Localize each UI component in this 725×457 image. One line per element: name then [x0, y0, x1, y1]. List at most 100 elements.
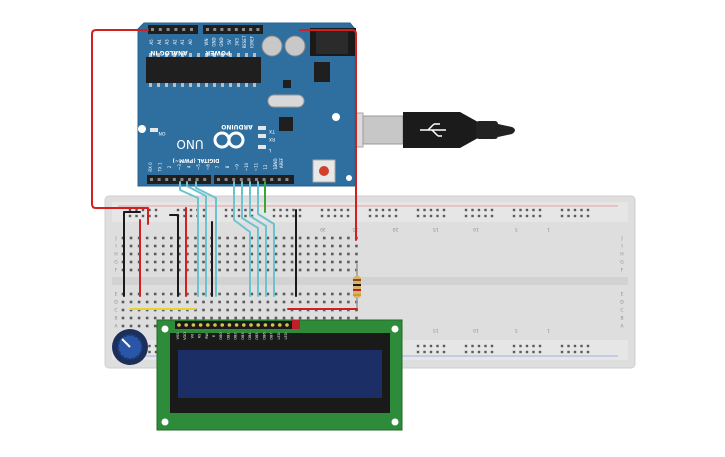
breadboard-hole[interactable]: [218, 300, 221, 304]
breadboard-hole[interactable]: [145, 236, 149, 240]
power-rail-hole[interactable]: [250, 208, 254, 212]
power-rail-hole[interactable]: [135, 208, 138, 212]
power-rail-hole[interactable]: [477, 350, 481, 354]
breadboard-hole[interactable]: [339, 300, 342, 304]
power-rail-hole[interactable]: [231, 214, 234, 218]
breadboard-hole[interactable]: [290, 300, 294, 304]
power-rail-hole[interactable]: [154, 344, 158, 348]
breadboard-hole[interactable]: [145, 260, 149, 264]
breadboard-hole[interactable]: [282, 316, 286, 320]
breadboard-hole[interactable]: [153, 300, 157, 304]
breadboard-hole[interactable]: [242, 236, 246, 240]
power-rail-hole[interactable]: [202, 208, 206, 212]
breadboard-hole[interactable]: [194, 260, 197, 264]
power-rail-hole[interactable]: [279, 214, 282, 218]
breadboard-hole[interactable]: [298, 252, 302, 256]
breadboard-hole[interactable]: [250, 260, 254, 264]
power-rail-hole[interactable]: [512, 208, 516, 212]
power-rail-hole[interactable]: [231, 208, 234, 212]
power-rail-hole[interactable]: [375, 214, 378, 218]
header-pin[interactable]: [232, 178, 236, 181]
breadboard-hole[interactable]: [145, 324, 149, 328]
breadboard-hole[interactable]: [202, 292, 205, 296]
breadboard-hole[interactable]: [314, 300, 318, 304]
breadboard-hole[interactable]: [290, 260, 294, 264]
breadboard-hole[interactable]: [331, 236, 334, 240]
breadboard-hole[interactable]: [121, 316, 125, 320]
power-rail-hole[interactable]: [538, 350, 542, 354]
header-pin[interactable]: [182, 28, 186, 31]
breadboard-hole[interactable]: [306, 260, 310, 264]
breadboard-hole[interactable]: [202, 252, 205, 256]
power-rail-hole[interactable]: [298, 208, 302, 212]
breadboard-hole[interactable]: [170, 260, 173, 264]
breadboard-hole[interactable]: [258, 236, 262, 240]
header-pin[interactable]: [151, 28, 154, 31]
breadboard-hole[interactable]: [218, 260, 221, 264]
power-rail-hole[interactable]: [148, 344, 151, 348]
power-rail-hole[interactable]: [423, 344, 426, 348]
power-rail-hole[interactable]: [560, 344, 564, 348]
lcd-pin[interactable]: [263, 323, 268, 327]
power-rail-hole[interactable]: [298, 214, 302, 218]
breadboard-hole[interactable]: [226, 308, 229, 312]
breadboard-hole[interactable]: [322, 268, 326, 272]
arduino-uno-board[interactable]: ARDUINO UNO POWER ANALOG IN DIGITAL (PWM…: [137, 22, 356, 187]
power-rail-hole[interactable]: [416, 208, 420, 212]
breadboard-hole[interactable]: [339, 268, 342, 272]
breadboard-hole[interactable]: [226, 260, 229, 264]
breadboard-hole[interactable]: [339, 260, 342, 264]
breadboard-hole[interactable]: [242, 252, 246, 256]
breadboard-hole[interactable]: [226, 244, 229, 248]
breadboard-hole[interactable]: [298, 236, 302, 240]
power-rail-hole[interactable]: [567, 208, 570, 212]
breadboard-hole[interactable]: [161, 260, 165, 264]
breadboard-hole[interactable]: [306, 292, 310, 296]
breadboard-hole[interactable]: [129, 244, 133, 248]
breadboard-hole[interactable]: [274, 292, 278, 296]
breadboard-hole[interactable]: [282, 300, 286, 304]
power-rail-hole[interactable]: [154, 214, 158, 218]
breadboard-hole[interactable]: [153, 244, 157, 248]
breadboard-hole[interactable]: [347, 316, 350, 320]
power-rail-hole[interactable]: [532, 350, 535, 354]
breadboard-hole[interactable]: [355, 252, 358, 256]
power-rail-hole[interactable]: [436, 344, 439, 348]
breadboard-hole[interactable]: [129, 260, 133, 264]
resistor[interactable]: [353, 264, 361, 310]
header-pin[interactable]: [239, 178, 243, 181]
power-rail-hole[interactable]: [490, 350, 494, 354]
power-rail-hole[interactable]: [340, 214, 343, 218]
breadboard-hole[interactable]: [218, 244, 221, 248]
breadboard-hole[interactable]: [242, 244, 246, 248]
breadboard-hole[interactable]: [298, 244, 302, 248]
breadboard-hole[interactable]: [258, 268, 262, 272]
power-rail-hole[interactable]: [442, 350, 446, 354]
breadboard-hole[interactable]: [234, 316, 237, 320]
power-rail-hole[interactable]: [464, 208, 468, 212]
lcd-pin[interactable]: [285, 323, 289, 327]
wire-data-cyan[interactable]: [249, 181, 267, 297]
breadboard-hole[interactable]: [218, 292, 221, 296]
power-rail-hole[interactable]: [429, 350, 433, 354]
power-rail-hole[interactable]: [471, 208, 474, 212]
header-pin[interactable]: [255, 178, 258, 181]
breadboard-hole[interactable]: [355, 316, 358, 320]
breadboard-hole[interactable]: [153, 252, 157, 256]
breadboard-hole[interactable]: [266, 236, 270, 240]
breadboard-hole[interactable]: [129, 236, 133, 240]
lcd-pin[interactable]: [213, 323, 217, 327]
power-rail-hole[interactable]: [128, 214, 132, 218]
power-rail-hole[interactable]: [525, 208, 529, 212]
breadboard-hole[interactable]: [178, 260, 181, 264]
breadboard-hole[interactable]: [210, 308, 213, 312]
breadboard-hole[interactable]: [129, 324, 133, 328]
header-pin[interactable]: [270, 178, 274, 181]
breadboard-hole[interactable]: [274, 236, 278, 240]
breadboard-hole[interactable]: [322, 300, 326, 304]
power-rail-hole[interactable]: [285, 208, 289, 212]
power-rail-hole[interactable]: [519, 344, 522, 348]
power-rail-hole[interactable]: [135, 214, 138, 218]
breadboard-hole[interactable]: [161, 268, 165, 272]
power-rail-hole[interactable]: [442, 208, 446, 212]
